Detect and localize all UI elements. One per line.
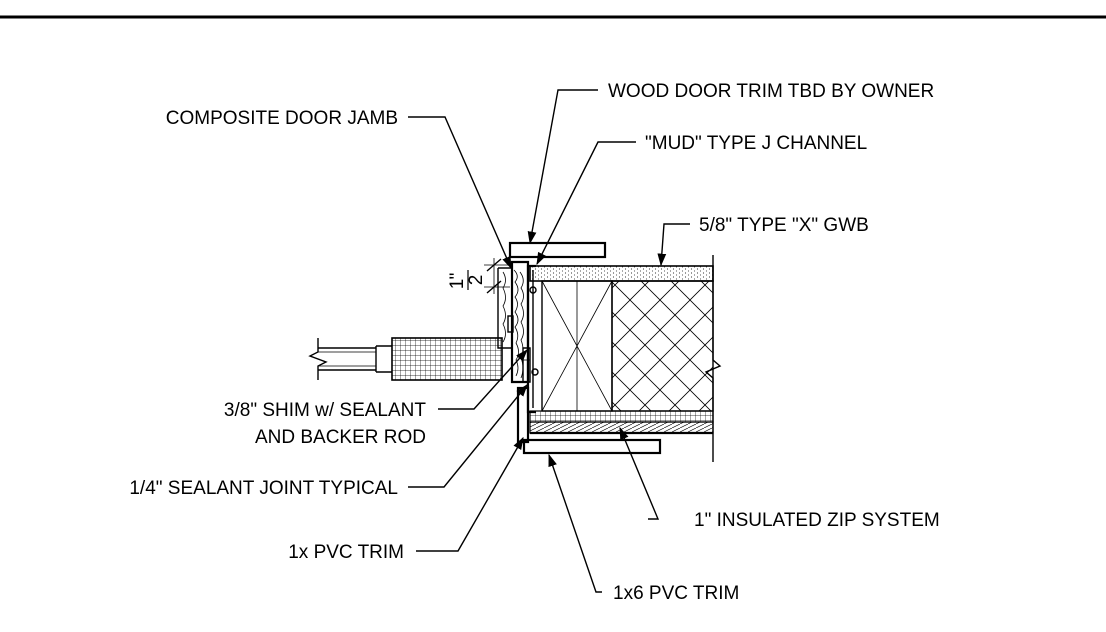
- door-slab: [308, 337, 503, 381]
- shim: [522, 347, 531, 383]
- composite-door-jamb-label: COMPOSITE DOOR JAMB: [166, 108, 398, 129]
- insulation-cavity: [611, 280, 714, 412]
- mud-j-channel-label: "MUD" TYPE J CHANNEL: [645, 133, 867, 154]
- gwb-layer: [529, 265, 714, 282]
- half-inch-dimension: 1 " 2: [447, 258, 510, 294]
- insulated-zip-label: 1" INSULATED ZIP SYSTEM: [694, 510, 940, 531]
- pvc-trim-1x6: [522, 438, 662, 455]
- pvc-trim-1x-label: 1x PVC TRIM: [288, 542, 404, 563]
- dimension-numerator: 1: [447, 279, 468, 290]
- wall-assembly: [529, 255, 722, 462]
- wood-door-trim: [508, 241, 607, 259]
- dimension-denominator: 2: [466, 275, 487, 286]
- wood-door-trim-label: WOOD DOOR TRIM TBD BY OWNER: [608, 81, 934, 102]
- pvc-trim-1x: [516, 386, 530, 444]
- shim-label-line2: AND BACKER ROD: [255, 427, 426, 448]
- sealant-joint-label: 1/4" SEALANT JOINT TYPICAL: [129, 478, 398, 499]
- j-channel: [526, 264, 539, 414]
- gwb-label: 5/8" TYPE "X" GWB: [699, 215, 869, 236]
- zip-sheathing: [529, 410, 714, 423]
- shim-label-line1: 3/8" SHIM w/ SEALANT: [224, 400, 426, 421]
- dimension-quote: ": [447, 273, 468, 280]
- pvc-trim-1x6-label: 1x6 PVC TRIM: [613, 583, 739, 604]
- leader-lines: [408, 89, 690, 593]
